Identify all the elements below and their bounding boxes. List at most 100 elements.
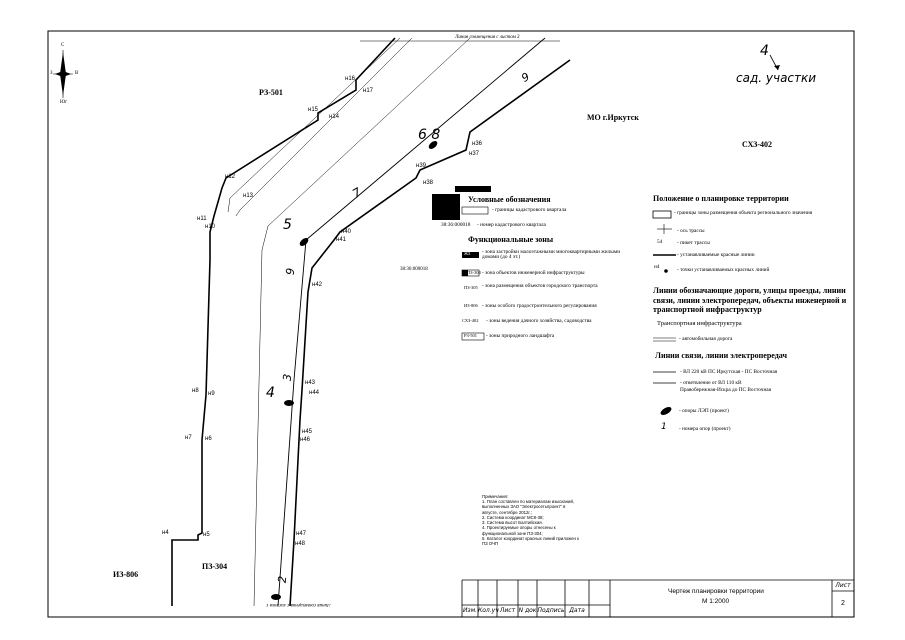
node-label: н11 (197, 216, 207, 222)
node-label: н5 (203, 532, 210, 538)
stamp-col: Изм. (462, 607, 478, 614)
cadastral-number-mid: 38:36:000018 (400, 267, 428, 272)
hand-digit-4: 4 (760, 43, 769, 59)
legend-func-symbol: ПЗ-304 (467, 270, 481, 275)
zone-label-mo: МО г.Иркутск (587, 113, 639, 122)
notes-line: 2. Система координат МСК-38; (482, 514, 544, 520)
notes-line: 4. Проектируемые опоры отнесены к (482, 525, 556, 531)
stamp-col: Подпись (537, 607, 565, 614)
notes-line: 5. Каталог координат красных линий прило… (482, 535, 579, 541)
legend-func-title: Функциональные зоны (468, 235, 554, 244)
hand-9-mid: 9 (283, 267, 298, 276)
legend-func-text: - зона объектов инженерной инфраструктур… (482, 270, 585, 276)
legend-func-text: - зоны природного ландшафта (486, 333, 555, 339)
legend-func-symbol: ПЗ-305 (464, 285, 478, 290)
legend-func-symbol: ИЗ-806 (464, 303, 478, 308)
compass-south: Юг (60, 100, 68, 105)
node-label: н12 (225, 174, 235, 180)
hand-note-garden: сад. участки (736, 71, 817, 85)
legend-func-text: - зона размещения объектов городского тр… (482, 283, 598, 289)
node-label: н38 (423, 180, 433, 186)
hand-2: 2 (275, 575, 290, 584)
legend2-lines-title: Линии обозначающие дороги, улицы проезды… (653, 286, 847, 315)
legend-func-symbol: РЗ-501 (464, 333, 478, 338)
route-axis (277, 37, 546, 607)
notes-title: Примечания: (482, 494, 509, 499)
node-label: н43 (305, 380, 315, 386)
node-label: н14 (329, 114, 339, 120)
compass-icon (53, 50, 73, 98)
legend2-item-symbol: 54 (657, 239, 663, 245)
stamp-scale: М 1:2000 (702, 598, 730, 605)
hand-6-8: 6 8 (418, 127, 441, 143)
compass-north: С (61, 43, 65, 48)
stamp-col: N док (518, 607, 537, 614)
notes-line: ПЗ ОЧП (482, 541, 499, 547)
notes-line: августе, сентябре 2012г.; (482, 509, 532, 515)
legend2-item-text: - границы зоны размещения объекта регион… (674, 210, 813, 216)
legend-func-text: - зоны особого градостроительного регули… (482, 303, 597, 309)
road-line-left-2 (235, 37, 413, 217)
zone-label-shz402: СХЗ-402 (742, 140, 773, 149)
zone-label-pz304: ПЗ-304 (202, 562, 228, 571)
node-label: н41 (336, 237, 346, 243)
legend2-power2a: - ответвление от ВЛ 110 кВ (680, 380, 742, 386)
legend2-support: - опоры ЛЭП (проект) (679, 408, 729, 414)
legend2-support-num-symbol: 1 (661, 422, 667, 432)
power-pole-icon (271, 141, 438, 600)
legend2-item-symbol: н4 (654, 264, 660, 270)
legend-item-text: - границы кадастрового квартала (492, 207, 567, 213)
legend2-item-text: - устанавливаемые красные линии (677, 252, 755, 258)
stamp-col: Лист (499, 607, 516, 614)
legend-func-symbol: СХЗ-402 (462, 318, 479, 323)
legend2-title: Положение о планировке территории (653, 194, 789, 203)
stamp-sheet-label: Лист (835, 582, 851, 589)
node-label: н15 (308, 107, 318, 113)
hand-4: 4 (266, 385, 275, 401)
legend2-power1: - ВЛ 220 кВ ПС Иркутская - ПС Восточная (680, 369, 778, 375)
legend-func-text: - зона застройки малоэтажными многокварт… (482, 249, 621, 261)
zone-label-iz806: ИЗ-806 (113, 570, 139, 579)
corridor-boundary-left (171, 37, 396, 606)
combine-line-label-bottom: Линия совмещения с листом 1 (266, 602, 331, 607)
stamp-col: Кол.уч (478, 607, 499, 614)
notes-line: функциональной зоне ПЗ-304; (482, 530, 543, 536)
zone-label-rz501: РЗ-501 (259, 88, 283, 97)
node-label: н10 (205, 224, 215, 230)
node-label: н48 (295, 541, 305, 547)
legend2-item-text: - ось трассы (677, 228, 705, 234)
road-line-right (253, 37, 471, 607)
stamp-title: Чертеж планировки территории (668, 588, 764, 595)
node-label: н8 (192, 388, 199, 394)
node-label: н9 (208, 391, 215, 397)
legend-item-text: - номер кадастрового квартала (477, 222, 546, 228)
node-label: н47 (296, 531, 306, 537)
notes-line: 3. Система высот Балтийская. (482, 520, 543, 526)
legend2-transport: Транспортная инфраструктура (657, 320, 742, 327)
road-line-left (227, 37, 401, 213)
node-label: н13 (243, 193, 253, 199)
title-block (461, 579, 854, 617)
legend2-power-title: Линии связи, линии электропередач (655, 351, 787, 360)
hand-5: 5 (283, 217, 292, 233)
legend2-item-text: - точки устанавливаемых красных линий (677, 267, 770, 273)
legend2-power2b: Правобережная-Искра до ПС Восточная (680, 387, 772, 393)
combine-line-label-top: Линия совмещения с листом 3 (455, 35, 520, 40)
corridor-boundary-right (289, 59, 571, 607)
legend2-item-text: - пикет трассы (677, 240, 710, 246)
node-label: н37 (469, 151, 479, 157)
node-label: н46 (300, 437, 310, 443)
legend-symbols (432, 186, 676, 415)
stamp-col: Дата (569, 607, 585, 614)
notes-line: 1. План составлен по материалам изыскани… (482, 499, 575, 505)
node-label: н17 (363, 88, 373, 94)
node-label: н7 (185, 435, 192, 441)
legend-func-symbol: ЖЗ (464, 251, 471, 256)
notes-block: Примечания: 1. План составлен по материа… (482, 494, 579, 546)
node-label: н44 (309, 390, 319, 396)
node-label: н4 (162, 530, 169, 536)
sheet-frame (47, 30, 855, 618)
stamp-sheet-number: 2 (841, 600, 845, 607)
node-label: н6 (205, 436, 212, 442)
node-label: н40 (341, 229, 351, 235)
